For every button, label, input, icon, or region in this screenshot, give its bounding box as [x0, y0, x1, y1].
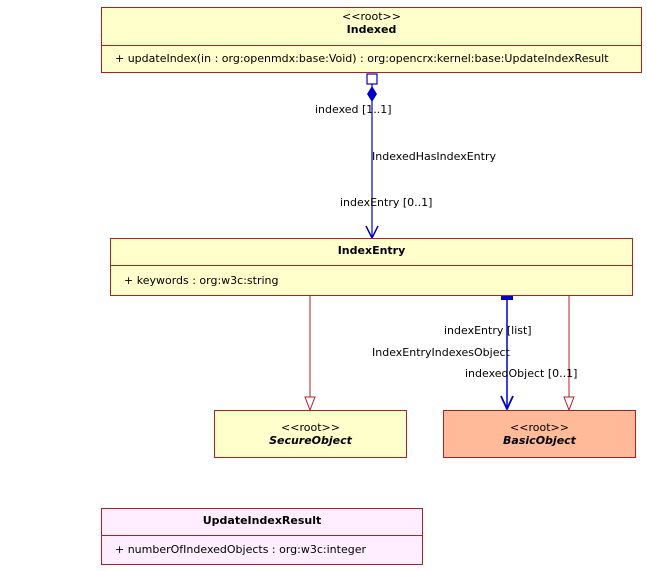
stereotype-label: <<root>>: [510, 421, 569, 434]
role-label-indexed-object: indexedObject [0..1]: [465, 367, 578, 380]
class-secure-object[interactable]: <<root>> SecureObject: [214, 410, 407, 458]
attribute-compartment: + numberOfIndexedObjects : org:w3c:integ…: [102, 535, 422, 564]
class-name: IndexEntry: [337, 244, 406, 257]
qualifier-marker: [501, 296, 513, 300]
role-label-index-entry-list: indexEntry [list]: [444, 324, 532, 337]
class-update-index-result[interactable]: UpdateIndexResult + numberOfIndexedObjec…: [101, 508, 423, 565]
open-arrow-marker: [500, 395, 514, 412]
stereotype-label: <<root>>: [281, 421, 340, 434]
navigability-square-marker: [366, 73, 378, 85]
class-name: Indexed: [346, 23, 397, 36]
composition-diamond-marker: [367, 86, 377, 102]
attribute-number-of-indexed-objects: + numberOfIndexedObjects : org:w3c:integ…: [115, 543, 367, 556]
indexed-has-index-entry-association: [365, 73, 379, 240]
class-name: SecureObject: [269, 434, 352, 447]
attribute-keywords: + keywords : org:w3c:string: [124, 274, 279, 287]
class-name: BasicObject: [503, 434, 576, 447]
class-basic-object[interactable]: <<root>> BasicObject: [443, 410, 636, 458]
class-name: UpdateIndexResult: [202, 514, 322, 527]
class-index-entry[interactable]: IndexEntry + keywords : org:w3c:string: [110, 238, 633, 296]
association-name-index-entry-indexes-object: IndexEntryIndexesObject: [372, 346, 510, 359]
operation-update-index: + updateIndex(in : org:openmdx:base:Void…: [115, 52, 609, 65]
generalization-to-secure-object: [304, 296, 316, 412]
index-entry-indexes-object-association: [500, 296, 514, 412]
association-name-indexed-has-index-entry: IndexedHasIndexEntry: [372, 150, 496, 163]
generalization-to-basic-object: [563, 296, 575, 412]
class-indexed[interactable]: <<root>> Indexed + updateIndex(in : org:…: [101, 7, 642, 73]
stereotype-label: <<root>>: [342, 10, 401, 23]
role-label-indexed: indexed [1..1]: [315, 103, 392, 116]
operation-compartment: + updateIndex(in : org:openmdx:base:Void…: [102, 45, 641, 72]
role-label-index-entry: indexEntry [0..1]: [340, 196, 433, 209]
attribute-compartment: + keywords : org:w3c:string: [111, 265, 632, 295]
